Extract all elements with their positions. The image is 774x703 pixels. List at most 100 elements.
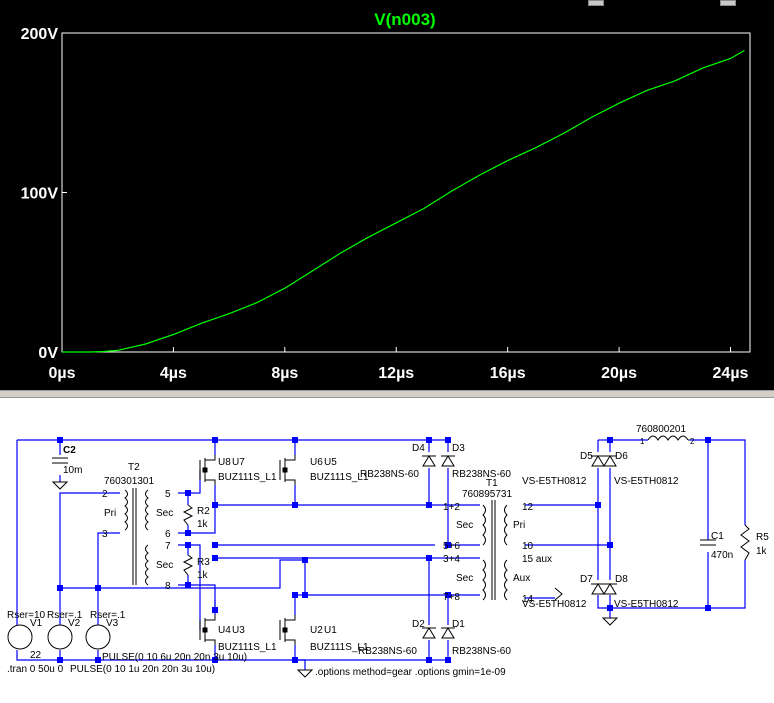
pane-restore-button[interactable] [588,0,604,6]
t2-pin-2: 2 [102,489,108,500]
t1-pin-7-8: 7+8 [443,592,460,603]
t1-sec2-coil [482,559,486,601]
t1-sec2-label: Sec [456,573,473,584]
u8-part: BUZ111S_L1 [218,472,277,483]
d5-ref: D5 [580,451,593,462]
c1-ref: C1 [711,531,724,542]
d1-ref: D1 [452,619,465,630]
t1-sec1-label: Sec [456,520,473,531]
wires [16,439,746,670]
r5-value: 1k [756,546,768,557]
r5-resistor-icon [740,524,750,561]
pulse-directive-1: PULSE(0 10 6u 20n 20n 3u 10u) [102,652,247,663]
u8-mfet: U7 [232,457,245,468]
l1-pin-1: 1 [640,437,645,446]
x-tick-label: 8µs [271,365,298,382]
d6-part: VS-E5TH0812 [614,476,679,487]
d7-part: VS-E5TH0812 [522,599,587,610]
y-tick-label: 200V [21,26,59,43]
schematic-labels: C2 10m T2 760301301 2 3 Pri Sec Sec 5 6 … [7,424,769,678]
y-tick-label: 0V [38,345,58,362]
d8-diode-icon [603,583,617,595]
ground-icon [601,617,619,626]
schematic-canvas[interactable]: C2 10m T2 760301301 2 3 Pri Sec Sec 5 6 … [0,398,774,703]
d3-part: RB238NS-60 [452,469,511,480]
inductor-icon [647,435,689,441]
t2-pin-7: 7 [165,541,171,552]
r3-value: 1k [197,570,209,581]
x-tick-label: 20µs [601,365,637,382]
u6-part: BUZ111S_L1 [310,472,369,483]
t2-sec2-coil [145,544,149,586]
t2-pin-3: 3 [102,529,108,540]
x-tick-label: 12µs [378,365,414,382]
u4-ref: U4 [218,625,231,636]
t2-pin-6: 6 [165,529,171,540]
u2-mfet: U1 [324,625,337,636]
pane-splitter[interactable] [0,390,774,398]
t1-sec1-coil [482,504,486,546]
u4-part: BUZ111S_L1 [218,642,277,653]
t1-aux-label: Aux [513,573,530,584]
t2-sec1-label: Sec [156,508,173,519]
t1-pin-14: 14 [522,594,534,605]
u4-mosfet-icon [199,615,216,645]
u2-part: BUZ111S_L1 [310,642,369,653]
d6-diode-icon [603,455,617,467]
d2-part: RB238NS-60 [358,646,417,657]
trace-name-label[interactable]: V(n003) [374,10,435,29]
schematic-pane[interactable]: C2 10m T2 760301301 2 3 Pri Sec Sec 5 6 … [0,398,774,703]
x-tick-label: 0µs [48,365,75,382]
d8-part: VS-E5TH0812 [614,599,679,610]
t1-pin-1-2: 1+2 [443,502,460,513]
d3-diode-icon [441,455,455,467]
d4-diode-icon [422,455,436,467]
trace-line-v-n003 [62,49,745,353]
u8-ref: U8 [218,457,231,468]
d7-diode-icon [591,583,605,595]
x-tick-label: 4µs [160,365,187,382]
d8-ref: D8 [615,574,628,585]
axis-ticks [61,32,732,353]
v1-rser: Rser=10 [7,610,46,621]
u2-mosfet-icon [279,615,296,645]
u6-ref: U6 [310,457,323,468]
d5-part: VS-E5TH0812 [522,476,587,487]
t2-part: 760301301 [104,476,154,487]
r3-resistor-icon [182,554,194,576]
t1-pin-12: 12 [522,502,534,513]
ground-icon [51,481,69,490]
t2-pin-5: 5 [165,489,171,500]
v3-rser: Rser=.1 [90,610,126,621]
v3-ref: V3 [106,618,119,629]
wire-junctions [57,437,711,663]
t2-ref: T2 [128,462,140,473]
pane-close-button[interactable] [720,0,736,6]
t1-pin-15-aux: 15 aux [522,554,552,565]
r2-value: 1k [197,519,209,530]
u2-ref: U2 [310,625,323,636]
t2-sec1-coil [145,489,149,531]
part-symbols [7,435,750,678]
d2-ref: D2 [412,619,425,630]
l1-pin-2: 2 [690,437,695,446]
l1-part: 760800201 [636,424,686,435]
t1-pri-coil [504,504,508,546]
v2-rser: Rser=.1 [47,610,83,621]
r3-ref: R3 [197,557,210,568]
t1-pin-5-6: 5+6 [443,541,460,552]
d1-diode-icon [441,627,455,639]
d4-ref: D4 [412,443,425,454]
t1-aux-coil [504,559,508,601]
u6-mfet: U5 [324,457,337,468]
d3-ref: D3 [452,443,465,454]
c2-value: 10m [63,465,82,476]
v2-ref: V2 [68,618,81,629]
ground-icon [296,669,314,678]
t1-ref: T1 [486,478,498,489]
v1-ref: V1 [30,618,43,629]
t1-pin-10: 10 [522,541,534,552]
